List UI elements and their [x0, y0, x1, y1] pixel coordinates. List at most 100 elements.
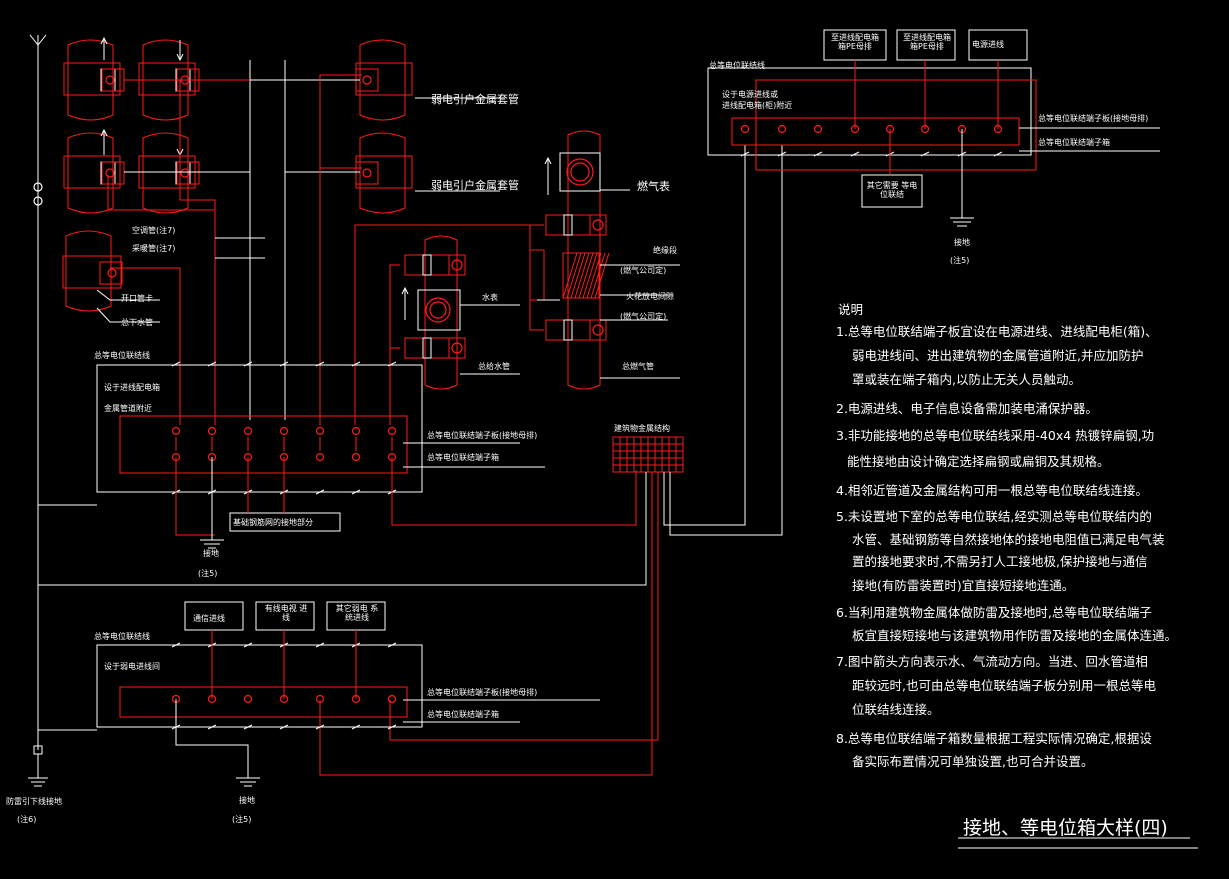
bottom-terminal-6 [387, 694, 397, 704]
note-line: 7.图中箭头方向表示水、气流动方向。当进、回水管道相 [836, 654, 1148, 669]
tick [387, 724, 397, 730]
gas-clamp-top-bolt [592, 219, 604, 231]
weak-ear-1 [355, 161, 379, 185]
note-line: 8.总等电位联结端子箱数量根据工程实际情况确定,根据设 [836, 731, 1152, 746]
water-clamp-bot-tab [422, 337, 432, 359]
water-clamp-top-tab [422, 254, 432, 276]
label-weak-pipe-2: 弱电引户金属套管 [431, 179, 519, 192]
leader-water [96, 307, 160, 323]
wire [529, 300, 544, 331]
tick [850, 151, 860, 157]
water-meter-ring [425, 297, 451, 323]
pipe-left-1 [142, 39, 189, 121]
main-loc-line2: 金属管道附近 [104, 404, 152, 413]
tick [171, 361, 181, 367]
gas-pipe [567, 130, 601, 390]
tick [171, 642, 181, 648]
weak-bolt-1 [362, 168, 372, 178]
arrow-up-1-head [100, 36, 108, 45]
water-clamp-bot-bolt [451, 342, 463, 354]
wire-bottom-b [389, 472, 659, 741]
tick [813, 151, 823, 157]
label-building-metal: 建筑物金属结构 [614, 424, 670, 433]
top-bond-line-label: 总等电位联结线 [709, 61, 765, 70]
leader-clamp [96, 289, 160, 301]
top-terminal-1 [777, 124, 787, 134]
wire [175, 699, 249, 778]
note-line: 3.非功能接地的总等电位联结线采用-40x4 热镀锌扁钢,功 [836, 428, 1155, 443]
bottom-terminal-2 [243, 694, 253, 704]
main-bond-line-label: 总等电位联结线 [94, 351, 150, 360]
downlead-joint-2 [33, 196, 43, 206]
gas-meter-inner [570, 162, 590, 182]
label-meter-clamp: 开口管卡 [121, 294, 153, 303]
wire-hot1 [179, 80, 216, 425]
top-terminal-box: 总等电位联结端子箱 [1038, 138, 1110, 147]
gas-clamp-top-tab [563, 214, 573, 236]
wire-bottom-a [319, 472, 653, 776]
pipe-bolt-2 [105, 168, 115, 178]
note-line: 2.电源进线、电子信息设备需加装电涌保护器。 [836, 401, 1098, 416]
arrow-up-2-head [100, 128, 108, 137]
ground-mid-label: 接地 [239, 796, 255, 805]
main-terminal-lower-4 [315, 452, 325, 462]
wire [586, 252, 602, 299]
tick [387, 361, 397, 367]
tick [387, 642, 397, 648]
lightning-note: (注6) [17, 815, 37, 824]
label-heating-water: 采暖管(注7) [132, 244, 176, 253]
wire [562, 252, 578, 299]
water-pipe [424, 235, 458, 390]
wire [574, 252, 590, 299]
main-terminal-3 [279, 426, 289, 436]
top-lower-box [861, 174, 923, 208]
bottom-bond-line-label: 总等电位联结线 [94, 632, 150, 641]
pipe-collar-2 [63, 155, 121, 189]
ground-mid-note: (注5) [232, 815, 252, 824]
bottom-box-inner [119, 686, 408, 718]
note-line: 板宜直接短接地与该建筑物用作防雷及接地的金属体连通。 [852, 628, 1178, 643]
pipe-left-2 [67, 132, 114, 214]
bottom-box-outer [96, 644, 423, 728]
bottom-source-1: 通信进线 [193, 614, 225, 623]
pipe-meter-collar [62, 255, 122, 289]
wire-gas-a [354, 224, 358, 425]
top-loc-line1: 设于电源进线或 [722, 90, 778, 99]
tick [315, 361, 325, 367]
main-terminal-box: 总等电位联结端子箱 [427, 453, 499, 462]
ground-left-note: (注5) [198, 569, 218, 578]
spark-gap [529, 249, 545, 301]
tick [315, 724, 325, 730]
tick [777, 151, 787, 157]
label-water-meter: 水表 [482, 293, 498, 302]
tick [351, 489, 361, 495]
weak-pipe-0 [359, 39, 406, 121]
wire [578, 252, 594, 299]
arrow-gas-head [544, 156, 552, 165]
tick [243, 724, 253, 730]
top-lower-source: 其它需要 等电位联结 [866, 181, 918, 199]
tick [279, 724, 289, 730]
tick [315, 489, 325, 495]
wire [107, 175, 215, 211]
tick [351, 361, 361, 367]
label-spark-gap: 火花放电间隙 [626, 292, 674, 301]
top-terminal-plate: 总等电位联结端子板(接地母排) [1038, 114, 1149, 123]
pipe-meter-bolt [107, 268, 117, 278]
note-line: 水管、基础钢筋等自然接地体的接地电阻值已满足电气装 [852, 532, 1165, 547]
tick [315, 642, 325, 648]
pipe-left-3 [142, 132, 189, 214]
main-floor-label: 基础钢筋网的接地部分 [233, 518, 313, 527]
wire [566, 252, 582, 299]
note-line: 能性接地由设计确定选择扁钢或扁铜及其规格。 [847, 454, 1110, 469]
tick [207, 361, 217, 367]
tick [351, 724, 361, 730]
bottom-terminal-box: 总等电位联结端子箱 [427, 710, 499, 719]
wire-top-a [663, 145, 746, 526]
top-box-red [755, 79, 1037, 171]
top-box-inner [731, 117, 1020, 146]
wire [594, 252, 610, 299]
main-box-inner [119, 415, 408, 474]
weak-bolt-0 [362, 75, 372, 85]
